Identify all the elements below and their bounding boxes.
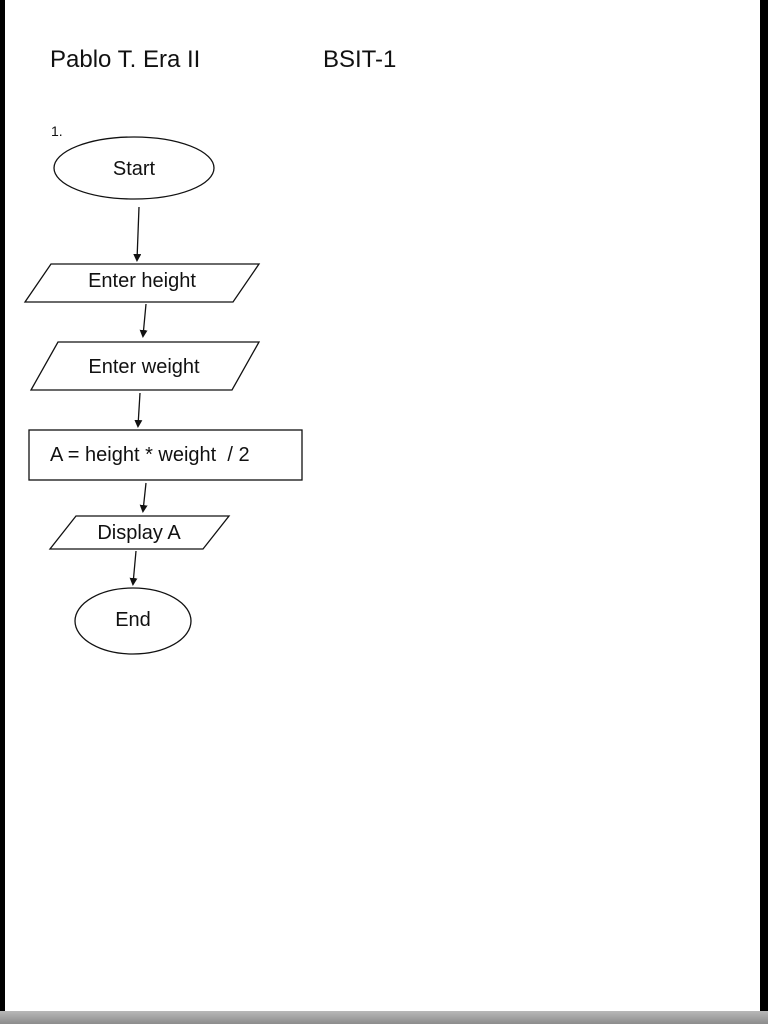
node-input-weight-label: Enter weight	[88, 356, 200, 378]
node-end: End	[74, 587, 192, 655]
terminator-shape	[74, 587, 192, 655]
edge-input-weight-to-process	[134, 392, 143, 428]
page-edge-left	[0, 0, 5, 1024]
node-end-label: End	[115, 609, 151, 631]
edge-process-to-output	[139, 482, 148, 513]
process-shape	[28, 429, 303, 481]
edge-input-height-to-input-weight	[139, 303, 148, 338]
node-process-a-label: A = height * weight / 2	[50, 444, 250, 466]
student-section: BSIT-1	[323, 46, 397, 73]
node-start-label: Start	[113, 158, 156, 180]
node-start: Start	[53, 136, 215, 200]
item-number: 1.	[51, 123, 63, 139]
edge-start-to-input-height	[133, 206, 142, 262]
page-edge-bottom	[0, 1011, 768, 1024]
node-process-a: A = height * weight / 2	[28, 429, 303, 481]
input-output-shape	[48, 515, 231, 550]
node-input-weight: Enter weight	[29, 341, 261, 391]
node-output-a-label: Display A	[97, 522, 181, 544]
node-input-height-label: Enter height	[88, 270, 196, 292]
input-output-shape	[29, 341, 261, 391]
node-input-height: Enter height	[23, 263, 261, 303]
page-edge-right	[760, 0, 768, 1024]
student-name: Pablo T. Era II	[50, 46, 201, 73]
terminator-shape	[53, 136, 215, 200]
node-output-a: Display A	[48, 515, 231, 550]
input-output-shape	[23, 263, 261, 303]
edge-output-to-end	[129, 550, 138, 586]
